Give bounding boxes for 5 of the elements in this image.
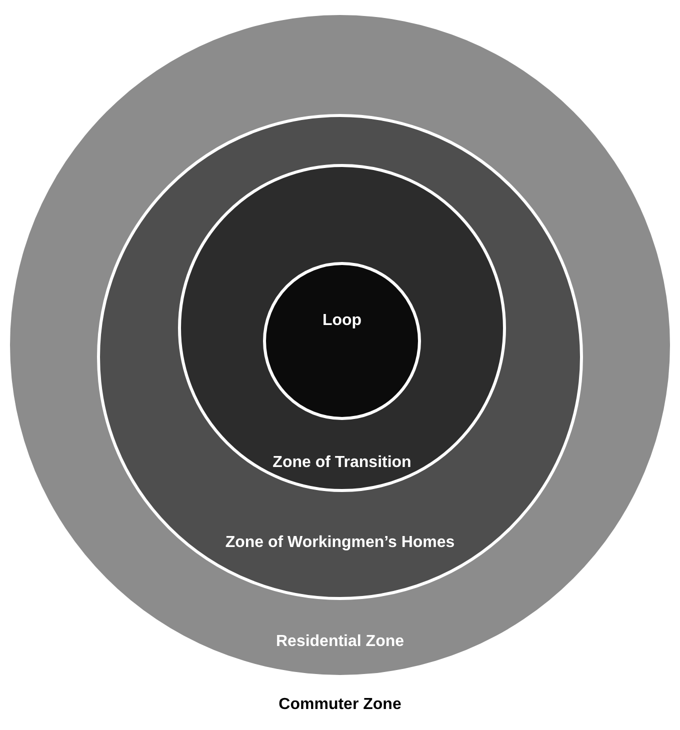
zone-label: Commuter Zone (278, 695, 402, 715)
zone-label: Residential Zone (276, 632, 404, 652)
zone-label: Loop (322, 311, 362, 331)
zone-label: Zone of Workingmen’s Homes (225, 533, 455, 553)
zone-label: Zone of Transition (272, 453, 412, 473)
